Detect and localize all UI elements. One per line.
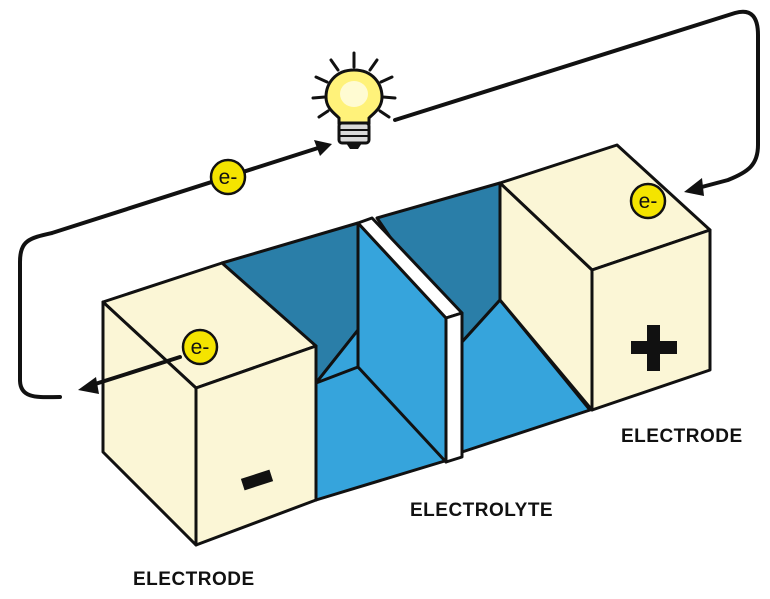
circuit-wire [18, 9, 760, 400]
electrode-label-right: ELECTRODE [621, 426, 743, 447]
separator-membrane [356, 216, 464, 464]
electrode-positive [498, 143, 712, 412]
electron-label: e- [219, 166, 238, 189]
electrode-positive-front-face [590, 228, 712, 412]
wire-right-loop [393, 9, 760, 190]
positive-sign [631, 325, 677, 371]
bulb-base [337, 121, 371, 145]
electrode-negative [101, 261, 318, 547]
electron-label: e- [639, 190, 658, 213]
electrolyte-label: ELECTROLYTE [410, 500, 553, 521]
arrow-to-bulb-icon [314, 140, 332, 156]
electron-negative-electrode: e- [78, 328, 219, 394]
separator-side-edge [444, 311, 464, 464]
wire-left-loop [18, 146, 320, 400]
electron-positive-electrode: e- [629, 182, 667, 220]
electron-top-wire: e- [209, 158, 247, 196]
bulb-rays [311, 51, 397, 119]
bulb-tip [346, 143, 362, 149]
arrow-to-right-electrode-icon [684, 178, 704, 196]
electrode-negative-front-face [194, 344, 318, 547]
electrode-label-left: ELECTRODE [133, 569, 255, 590]
light-bulb-icon [311, 51, 397, 149]
bulb-highlight [340, 81, 368, 107]
arrow-out-negative-icon [78, 377, 99, 394]
electron-label: e- [191, 336, 210, 359]
negative-sign [240, 469, 274, 491]
